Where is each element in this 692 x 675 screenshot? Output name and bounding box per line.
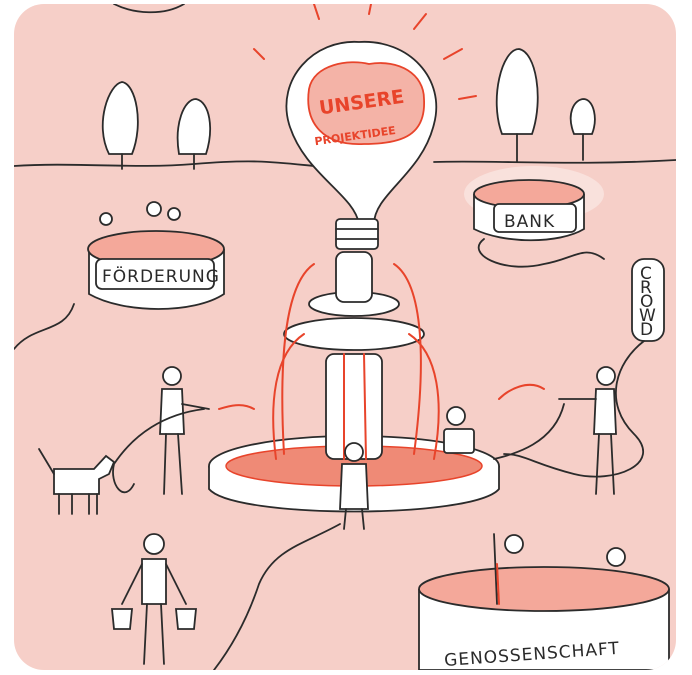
fountain-illustration: UNSERE PROJEKTIDEE FÖRDERUNG [14, 4, 676, 670]
tree-icon [178, 99, 210, 154]
bank-label: BANK [504, 212, 555, 232]
person-reading [444, 407, 474, 453]
dog-icon [39, 449, 114, 514]
person-with-buckets [112, 534, 196, 664]
foerderung-pool: FÖRDERUNG [14, 202, 224, 349]
tree-icon [103, 82, 138, 154]
foerderung-label: FÖRDERUNG [102, 265, 220, 287]
crowd-tank: C R O W D [504, 259, 664, 477]
person-with-hose-right [494, 367, 616, 494]
genossenschaft-pool: GENOSSENSCHAFT [419, 534, 669, 670]
bank-pool: BANK [464, 166, 604, 267]
tree-icon [497, 49, 538, 134]
light-bulb-icon: UNSERE PROJEKTIDEE [286, 42, 436, 249]
tree-icon [571, 99, 595, 134]
illustration-card: UNSERE PROJEKTIDEE FÖRDERUNG [14, 4, 676, 670]
crowd-letter: D [640, 320, 654, 340]
